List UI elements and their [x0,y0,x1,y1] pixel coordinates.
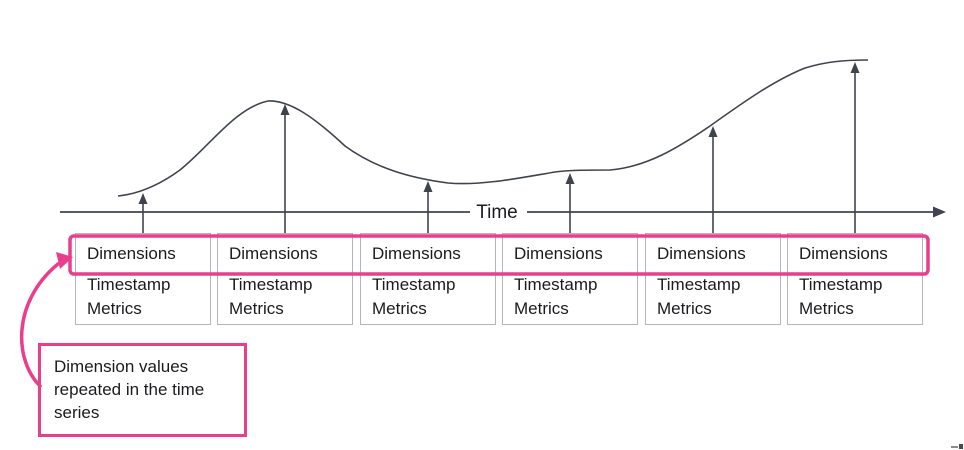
record-metrics-cell: Metrics [87,299,142,318]
record-timestamp-cell: Timestamp [799,275,883,294]
corner-artifact [951,444,963,449]
time-axis-arrowhead-icon [933,206,946,218]
record-timestamp-cell: Timestamp [514,275,598,294]
record-box: Dimensions Timestamp Metrics [217,233,353,325]
record-metrics-cell: Metrics [372,299,427,318]
record-metrics-cell: Metrics [514,299,569,318]
record-metrics-cell: Metrics [799,299,854,318]
record-dimensions-cell: Dimensions [87,243,176,263]
record-metrics-cell: Metrics [229,299,284,318]
record-dimensions-cell: Dimensions [229,243,318,263]
record-box: Dimensions Timestamp Metrics [360,233,496,325]
record-box: Dimensions Timestamp Metrics [75,233,211,325]
record-timestamp-cell: Timestamp [657,275,741,294]
record-timestamp-cell: Timestamp [229,275,313,294]
callout-box: Dimension values repeated in the time se… [38,343,247,437]
callout-arrowhead-icon [56,252,73,269]
record-dimensions-cell: Dimensions [372,243,461,263]
record-box: Dimensions Timestamp Metrics [502,233,638,325]
record-metrics-cell: Metrics [657,299,712,318]
record-timestamp-cell: Timestamp [87,275,171,294]
record-arrows [138,62,860,233]
record-dimensions-cell: Dimensions [799,243,888,263]
record-timestamp-cell: Timestamp [372,275,456,294]
time-axis-label: Time [476,202,518,223]
record-box: Dimensions Timestamp Metrics [787,233,923,325]
record-dimensions-cell: Dimensions [514,243,603,263]
time-series-curve [117,59,869,197]
record-dimensions-cell: Dimensions [657,243,746,263]
record-box: Dimensions Timestamp Metrics [645,233,781,325]
